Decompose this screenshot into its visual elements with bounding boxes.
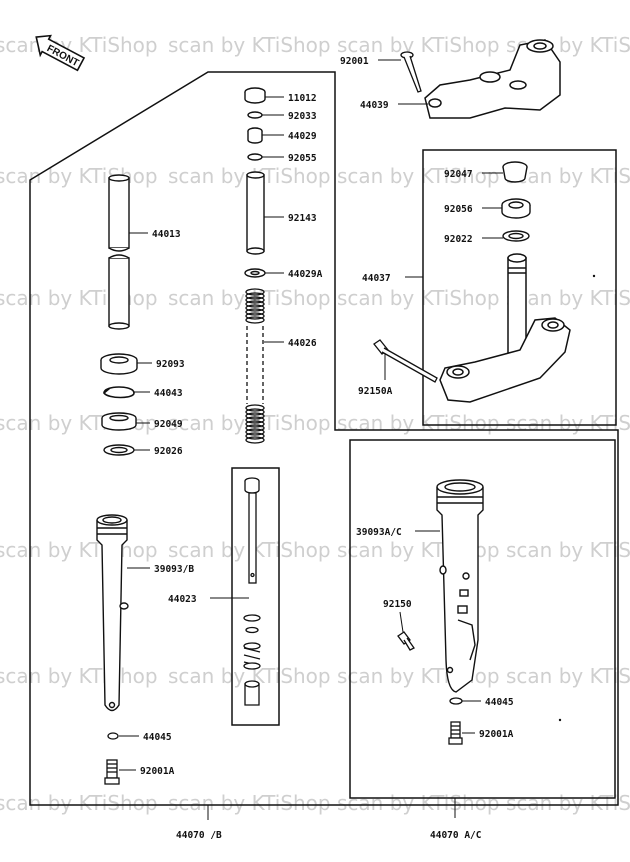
bolt-left-part [104, 759, 120, 785]
label-39093b: 39093/B [154, 564, 194, 575]
bolt-92150a-part [373, 339, 438, 383]
outer-tube-left-part [96, 514, 129, 712]
spring-coil [245, 416, 265, 424]
label-92150a: 92150A [358, 386, 393, 397]
watermark-text: scan by KTiShop [506, 664, 630, 688]
spring-coil [245, 420, 265, 428]
top-cap-part [244, 87, 266, 104]
washer-part [103, 444, 135, 456]
watermark-text: scan by KTiShop [337, 164, 500, 188]
bolt-right-part [448, 721, 463, 745]
label-92001: 92001 [340, 56, 369, 67]
outer-tube-right-part [436, 479, 484, 693]
dot-mark [592, 274, 596, 278]
spring-coil [245, 288, 265, 296]
label-92143: 92143 [288, 213, 317, 224]
label-92056: 92056 [444, 204, 473, 215]
label-92150: 92150 [383, 599, 412, 610]
dust-seal-part [101, 412, 137, 431]
label-44037: 44037 [362, 273, 391, 284]
label-92047: 92047 [444, 169, 473, 180]
gasket-left-part [107, 732, 119, 740]
retaining-clip-part [102, 386, 135, 399]
watermark-text: scan by KTiShop [0, 664, 158, 688]
spring-coil [245, 304, 265, 312]
watermark-text: scan by KTiShop [337, 411, 500, 435]
watermark-text: scan by KTiShop [0, 286, 158, 310]
spring-coil [245, 292, 265, 300]
label-92033: 92033 [288, 111, 317, 122]
oil-seal-part [100, 353, 138, 375]
label-44023: 44023 [168, 594, 197, 605]
label-92093: 92093 [156, 359, 185, 370]
spring-coil [245, 404, 265, 412]
bolt-92150-part [397, 631, 415, 651]
bearing-92047-part [502, 161, 528, 183]
spring-coil [245, 428, 265, 436]
label-44045-left: 44045 [143, 732, 172, 743]
spring-coil [245, 308, 265, 316]
watermark-text: scan by KTiShop [337, 286, 500, 310]
label-44026: 44026 [288, 338, 317, 349]
spring-coil [245, 432, 265, 440]
spring-coil [245, 296, 265, 304]
washer-92022-part [502, 230, 530, 242]
collar-part [246, 171, 265, 255]
watermark-text: scan by KTiShop [506, 538, 630, 562]
watermark-text: scan by KTiShop [168, 33, 331, 57]
watermark-text: scan by KTiShop [0, 791, 158, 815]
spring-coil [245, 300, 265, 308]
right-assembly-frame [349, 439, 616, 799]
watermark-text: scan by KTiShop [337, 791, 500, 815]
label-44070ac: 44070 A/C [430, 830, 482, 841]
label-92001a-right: 92001A [479, 729, 514, 740]
steering-stem-frame [422, 149, 617, 426]
watermark-text: scan by KTiShop [0, 33, 158, 57]
inner-fork-frame [231, 467, 280, 726]
spring-coil [245, 312, 265, 320]
label-92022: 92022 [444, 234, 473, 245]
label-44070b: 44070 /B [176, 830, 222, 841]
watermark-text: scan by KTiShop [506, 791, 630, 815]
label-44013: 44013 [152, 229, 181, 240]
spring-coil [245, 424, 265, 432]
watermark-text: scan by KTiShop [337, 664, 500, 688]
left-assembly-frame [29, 71, 619, 806]
label-11012: 11012 [288, 93, 317, 104]
damper-rod-part [243, 477, 261, 706]
watermark-text: scan by KTiShop [506, 411, 630, 435]
upper-bracket-part [424, 39, 561, 119]
spacer-part [247, 127, 263, 144]
spring-coil [245, 408, 265, 416]
label-92049: 92049 [154, 419, 183, 430]
label-92026: 92026 [154, 446, 183, 457]
spring-coil [245, 436, 265, 444]
label-44039: 44039 [360, 100, 389, 111]
spring-coil [245, 316, 265, 324]
watermark-text: scan by KTiShop [0, 164, 158, 188]
fork-spring-part [245, 288, 265, 444]
watermark-text: scan by KTiShop [0, 538, 158, 562]
dot-mark [558, 718, 562, 722]
label-44029a: 44029A [288, 269, 323, 280]
watermark-text: scan by KTiShop [168, 791, 331, 815]
label-92001a-left: 92001A [140, 766, 175, 777]
label-44029: 44029 [288, 131, 317, 142]
seal-92056-part [501, 198, 531, 219]
spring-coil [245, 412, 265, 420]
bolt-92001-part [400, 51, 422, 93]
label-44043: 44043 [154, 388, 183, 399]
label-39093ac: 39093A/C [356, 527, 402, 538]
steering-stem-part [439, 253, 571, 403]
inner-tube-part [108, 174, 130, 330]
spacer-a-part [244, 268, 266, 278]
gasket-right-part [449, 697, 463, 705]
watermark-text: scan by KTiShop [337, 33, 500, 57]
label-92055: 92055 [288, 153, 317, 164]
label-44045-right: 44045 [485, 697, 514, 708]
